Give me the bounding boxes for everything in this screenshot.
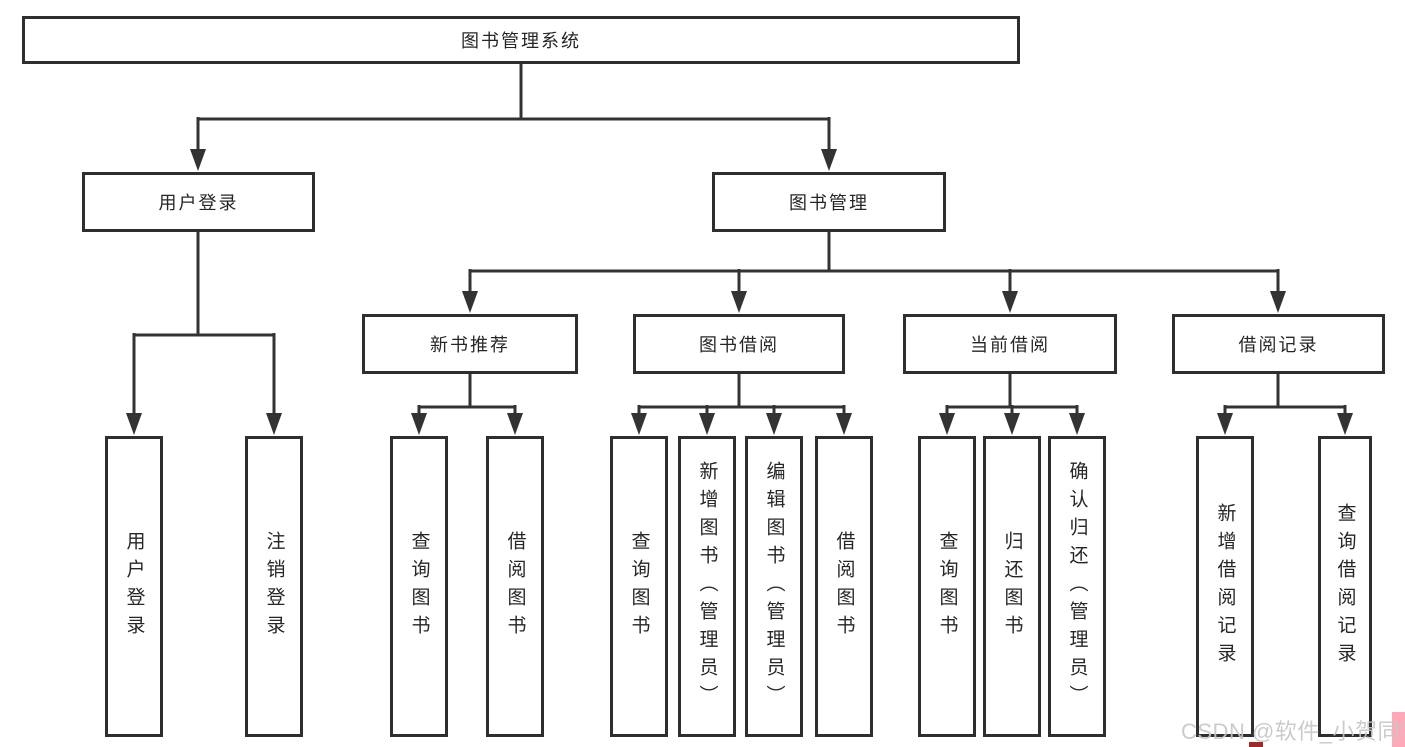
connector-root-to-level2 [190, 64, 837, 171]
node-leaf-query-borrow-record: 查询借阅记录 [1318, 436, 1372, 737]
node-label: 查询借阅记录 [1334, 502, 1356, 671]
node-leaf-confirm-return-admin: 确认归还（管理员） [1048, 436, 1106, 737]
node-leaf-add-borrow-record: 新增借阅记录 [1196, 436, 1254, 737]
node-current-borrow: 当前借阅 [903, 314, 1117, 374]
node-leaf-edit-book-admin: 编辑图书（管理员） [745, 436, 803, 737]
node-book-management: 图书管理 [712, 172, 946, 232]
node-leaf-user-login: 用户登录 [105, 436, 163, 737]
node-user-login: 用户登录 [82, 172, 315, 232]
connector-borrow-records-to-leaves [1217, 374, 1353, 435]
node-label: 图书管理系统 [461, 31, 581, 51]
node-leaf-borrow-books-recommend: 借阅图书 [486, 436, 544, 737]
node-label: 新增借阅记录 [1214, 502, 1236, 671]
connector-user-login-to-leaves [126, 232, 282, 435]
node-leaf-logout: 注销登录 [245, 436, 303, 737]
node-label: 用户登录 [123, 530, 145, 643]
node-label: 新增图书（管理员） [696, 460, 718, 713]
watermark-text: CSDN @软件_小贺同学 [1181, 719, 1405, 744]
node-label: 图书借阅 [699, 335, 779, 355]
node-label: 编辑图书（管理员） [763, 460, 785, 713]
node-book-borrow: 图书借阅 [633, 314, 845, 374]
node-leaf-borrow-books: 借阅图书 [815, 436, 873, 737]
node-leaf-return-book: 归还图书 [983, 436, 1041, 737]
node-label: 图书管理 [789, 193, 869, 213]
watermark-pink-block [1392, 712, 1405, 747]
watermark-red-bar [1249, 742, 1263, 747]
node-borrow-records: 借阅记录 [1172, 314, 1385, 374]
node-leaf-query-books-recommend: 查询图书 [390, 436, 448, 737]
node-new-book-recommend: 新书推荐 [362, 314, 578, 374]
node-label: 借阅记录 [1238, 335, 1319, 355]
connector-new-book-recommend-to-leaves [411, 374, 523, 435]
node-label: 归还图书 [1001, 530, 1023, 643]
node-label: 查询图书 [936, 530, 958, 643]
connector-book-borrow-to-leaves [631, 374, 852, 435]
node-label: 查询图书 [628, 530, 650, 643]
node-label: 用户登录 [158, 193, 239, 213]
node-leaf-query-books-borrow: 查询图书 [610, 436, 668, 737]
node-leaf-add-book-admin: 新增图书（管理员） [678, 436, 736, 737]
node-root: 图书管理系统 [22, 16, 1020, 64]
node-label: 借阅图书 [833, 530, 855, 643]
connector-book-management-to-level3 [462, 232, 1286, 313]
node-label: 借阅图书 [504, 530, 526, 643]
node-label: 查询图书 [408, 530, 430, 643]
watermark: CSDN @软件_小贺同学 [1181, 714, 1405, 746]
node-label: 当前借阅 [970, 335, 1050, 355]
connector-current-borrow-to-leaves [939, 374, 1085, 435]
node-leaf-query-books-current: 查询图书 [918, 436, 976, 737]
node-label: 新书推荐 [430, 335, 510, 355]
node-label: 确认归还（管理员） [1066, 460, 1088, 713]
node-label: 注销登录 [263, 530, 285, 643]
